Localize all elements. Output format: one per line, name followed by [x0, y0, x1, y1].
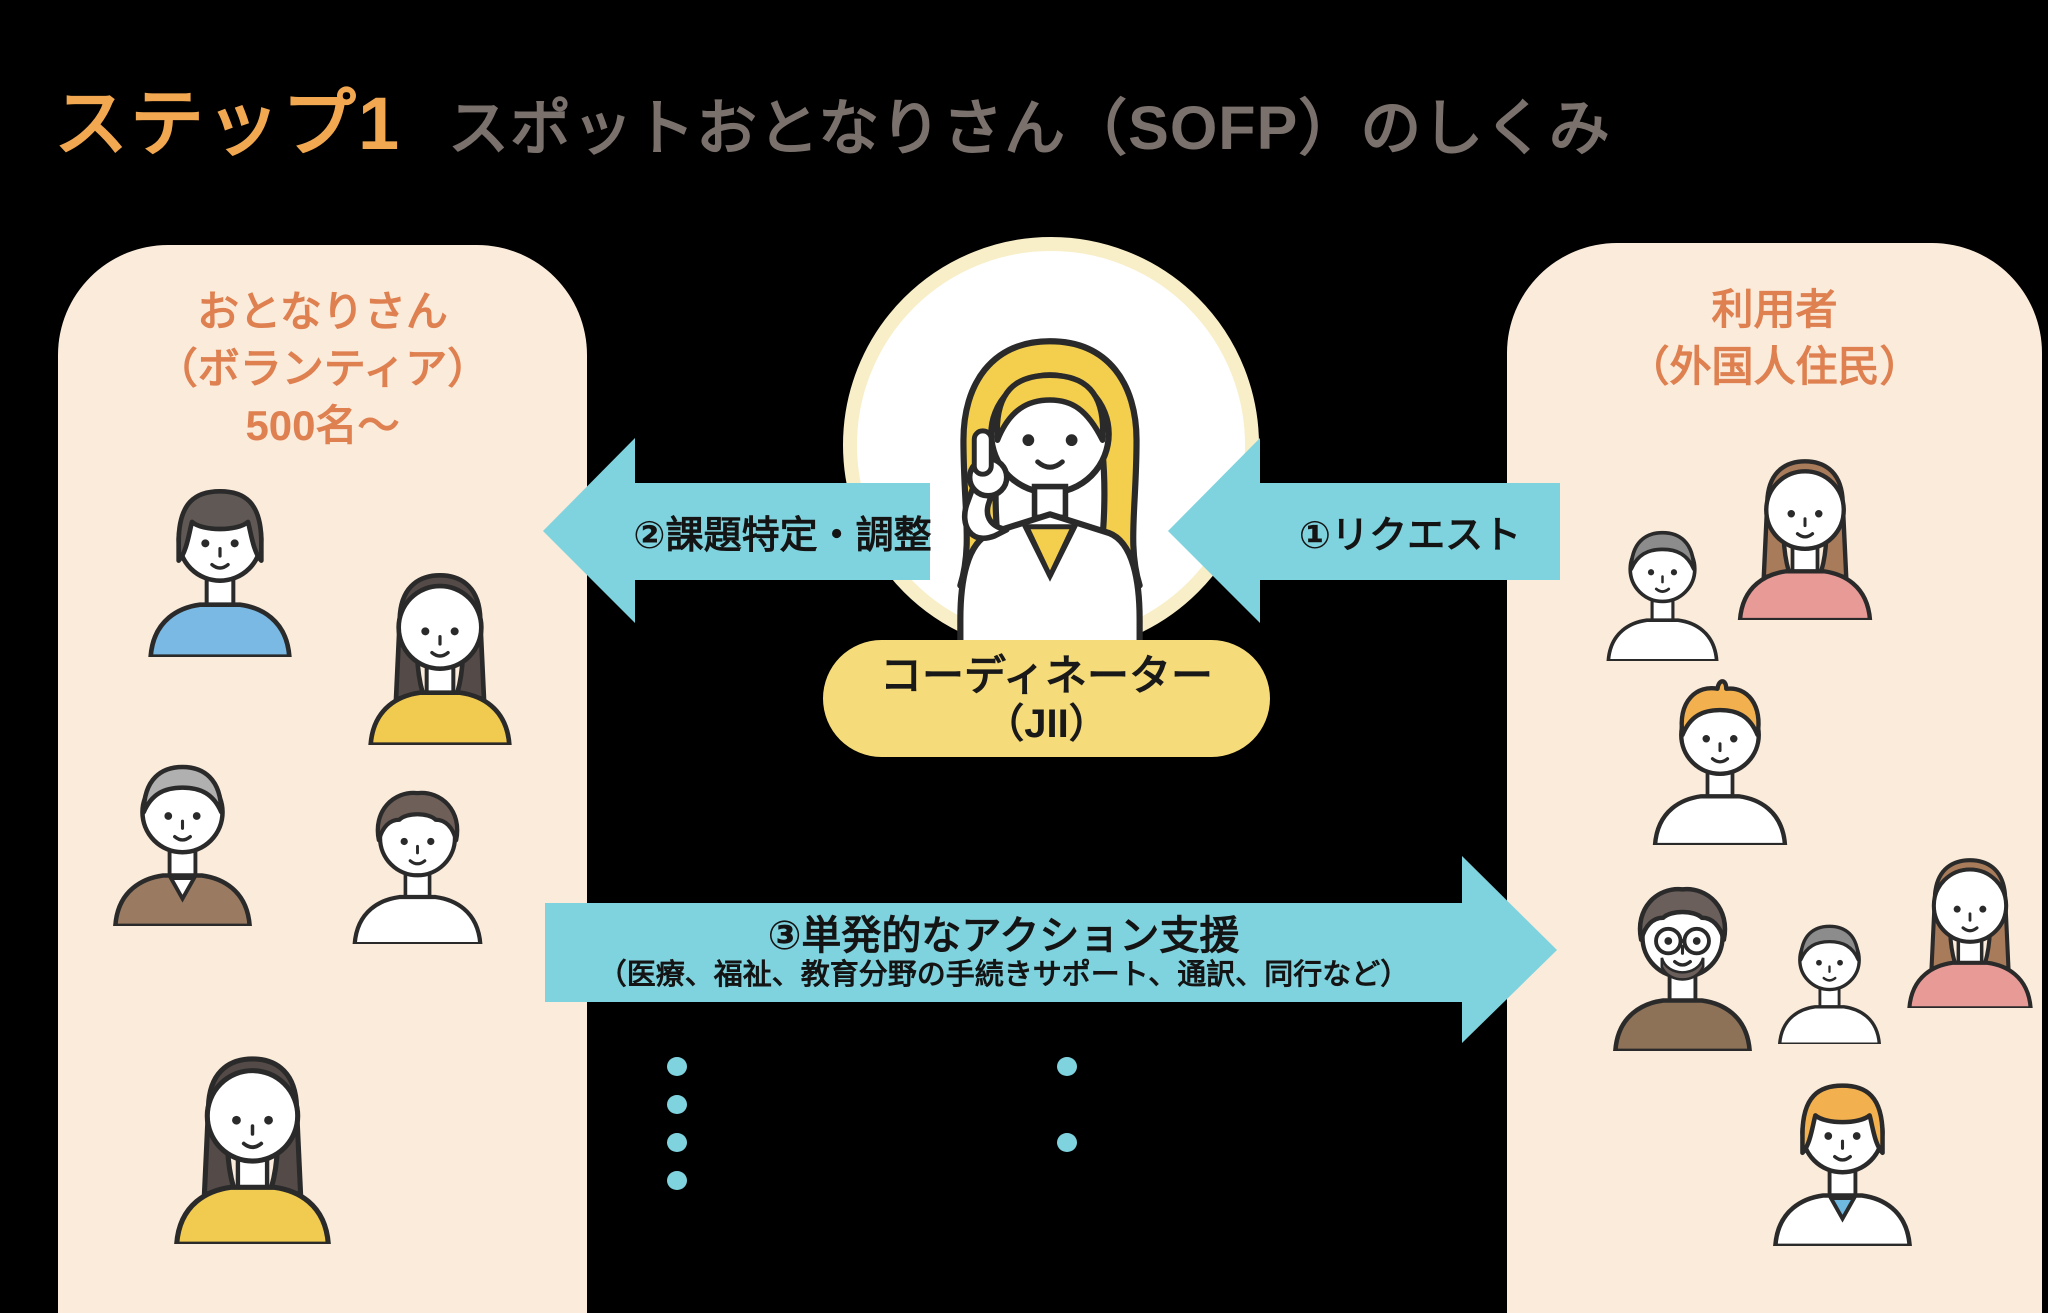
users-heading-line1: 利用者 [1711, 286, 1838, 333]
volunteers-panel: おとなりさん （ボランティア） 500名〜 [58, 245, 587, 1313]
volunteer-girl-long-yellow-2 [165, 1040, 340, 1245]
dot-icon [667, 1133, 687, 1152]
user-man-beard-glasses [1605, 870, 1760, 1051]
arrow-support-head [1462, 856, 1557, 1043]
arrow-request-head [1168, 438, 1260, 623]
users-heading-line2: （外国人住民） [1627, 343, 1922, 390]
user-woman-orange-bob [1765, 1065, 1920, 1246]
volunteer-woman-bob-blue [140, 470, 300, 657]
user-boy-gray [1600, 515, 1725, 661]
page-title: スポットおとなりさん（SOFP）のしくみ [448, 94, 1611, 162]
volunteers-panel-heading: おとなりさん （ボランティア） 500名〜 [58, 283, 587, 454]
dot-icon [667, 1095, 687, 1114]
volunteers-heading-line1: おとなりさん [197, 288, 448, 335]
dot-icon [1057, 1133, 1077, 1152]
volunteer-man-curly [345, 775, 490, 945]
arrow-coordination-label: ②課題特定・調整 [633, 515, 932, 557]
users-panel-heading: 利用者 （外国人住民） [1507, 281, 2042, 395]
arrow-coordination: ②課題特定・調整 [633, 483, 932, 580]
coordinator-label: コーディネーター （JII） [823, 640, 1270, 757]
user-boy-gray-2 [1772, 910, 1887, 1045]
coordinator-woman-icon [880, 298, 1220, 672]
user-man-orange-hair [1645, 670, 1795, 845]
volunteer-elderly-man [105, 745, 260, 926]
arrow-request: ①リクエスト [1260, 483, 1560, 580]
users-panel: 利用者 （外国人住民） [1507, 243, 2042, 1313]
coordinator-label-line1: コーディネーター [879, 651, 1214, 699]
dot-icon [667, 1057, 687, 1076]
volunteer-girl-long-yellow [360, 558, 520, 745]
arrow-support-label-line2: （医療、福祉、教育分野の手続きサポート、通訳、同行など） [597, 958, 1410, 991]
dot-icon [667, 1171, 687, 1190]
user-woman-pink-2 [1900, 845, 2040, 1009]
user-woman-pink [1730, 445, 1880, 620]
step-title: ステップ1 [54, 82, 402, 165]
volunteers-heading-line3: 500名〜 [245, 402, 400, 449]
dot-icon [1057, 1057, 1077, 1076]
volunteers-heading-line2: （ボランティア） [155, 345, 490, 392]
arrow-support: ③単発的なアクション支援 （医療、福祉、教育分野の手続きサポート、通訳、同行など… [545, 903, 1462, 1002]
coordinator-label-line2: （JII） [984, 701, 1109, 746]
arrow-support-label-line1: ③単発的なアクション支援 [767, 913, 1240, 958]
arrow-coordination-head [543, 438, 635, 623]
arrow-request-label: ①リクエスト [1298, 515, 1522, 557]
